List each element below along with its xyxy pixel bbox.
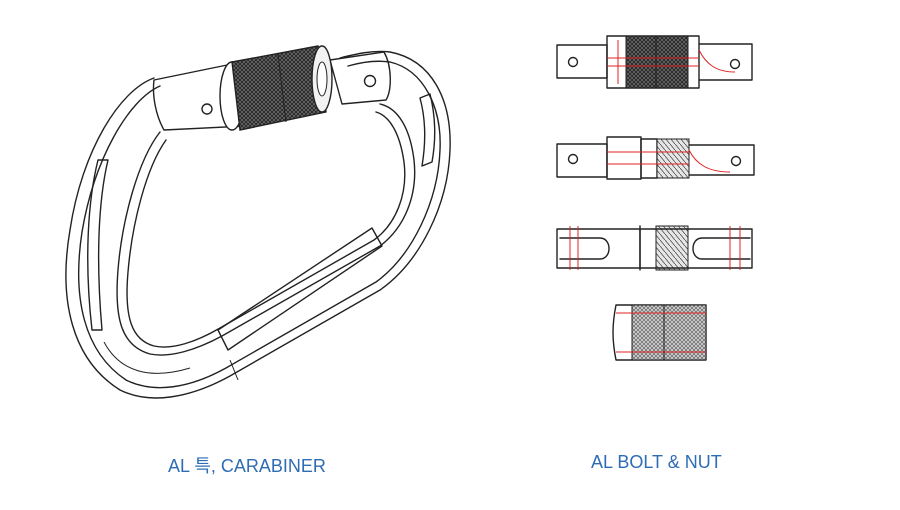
bolt-view-assembled [556, 35, 753, 89]
bolt-view-top [556, 225, 753, 271]
nut-view [612, 304, 707, 361]
bolt-nut-caption: AL BOLT & NUT [591, 452, 722, 472]
carabiner-drawing [65, 45, 451, 399]
carabiner-caption: AL 특, CARABINER [168, 456, 326, 476]
bolt-view-side [556, 136, 755, 180]
